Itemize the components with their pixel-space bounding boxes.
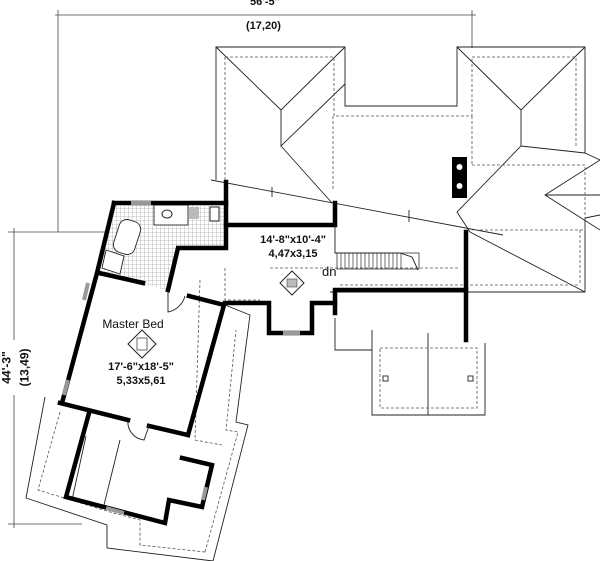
bathroom-fixtures — [101, 204, 220, 275]
dimension-lines — [8, 10, 476, 528]
depth-metric: (13,49) — [18, 339, 32, 396]
doors — [127, 290, 186, 441]
room-size-metric: 5,33x5,61 — [116, 375, 166, 387]
windows — [62, 201, 300, 515]
room-label-master-bed: Master Bed — [92, 317, 174, 331]
room-size-metric: 4,47x3,15 — [268, 248, 318, 260]
room-size-master-bed: 17'-6"x18'-5" 5,33x5,61 — [100, 360, 182, 388]
room-size-imperial: 17'-6"x18'-5" — [108, 361, 174, 373]
stairs — [334, 225, 420, 271]
room-marker-icon — [127, 329, 157, 359]
walls — [57, 179, 469, 526]
room-marker-icon — [279, 270, 305, 296]
wing-roof-outline — [25, 279, 251, 561]
porch-roof — [334, 318, 486, 416]
depth-imperial: 44'-3" — [0, 351, 14, 384]
roof-outline — [210, 46, 600, 301]
width-imperial: 56'-5" — [250, 0, 280, 8]
width-metric: (17,20) — [246, 20, 281, 32]
room-size-imperial: 14'-8"x10'-4" — [260, 234, 326, 246]
stairs-label: dn — [322, 264, 337, 279]
chimney — [452, 157, 467, 198]
room-label-upper: 14'-8"x10'-4" 4,47x3,15 — [250, 233, 336, 261]
room-name: Master Bed — [102, 317, 164, 331]
